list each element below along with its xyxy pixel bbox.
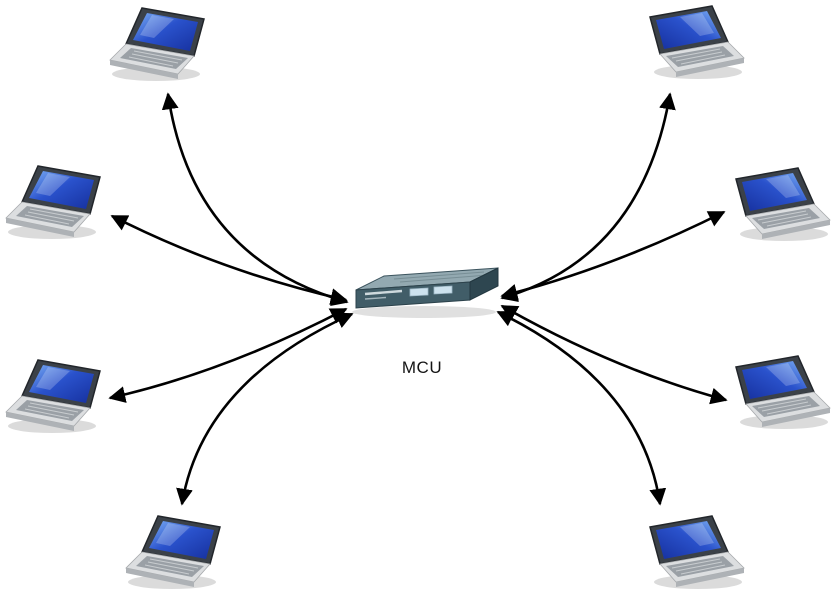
mcu-device-icon <box>350 266 500 320</box>
arrow-top-right-to-mcu <box>500 92 676 302</box>
arrow-top-left-to-mcu <box>161 92 349 306</box>
laptop-node-bottom-left <box>125 515 221 590</box>
arrow-right-upper-to-mcu <box>500 210 726 301</box>
connection-arrows <box>108 92 728 506</box>
laptop-node-right-lower <box>735 355 831 430</box>
arrow-left-upper-to-mcu <box>110 214 348 305</box>
laptop-node-top-left <box>109 7 205 82</box>
laptop-node-left-upper <box>5 165 101 240</box>
arrow-left-lower-to-mcu <box>108 307 348 403</box>
arrow-right-lower-to-mcu <box>500 304 728 405</box>
laptop-node-bottom-right <box>649 515 745 590</box>
laptop-node-top-right <box>649 5 745 80</box>
arrow-bottom-left-to-mcu <box>176 312 354 506</box>
laptop-node-right-upper <box>735 167 831 242</box>
laptop-node-left-lower <box>5 359 101 434</box>
arrow-bottom-right-to-mcu <box>496 310 667 506</box>
mcu-label: MCU <box>401 358 443 377</box>
